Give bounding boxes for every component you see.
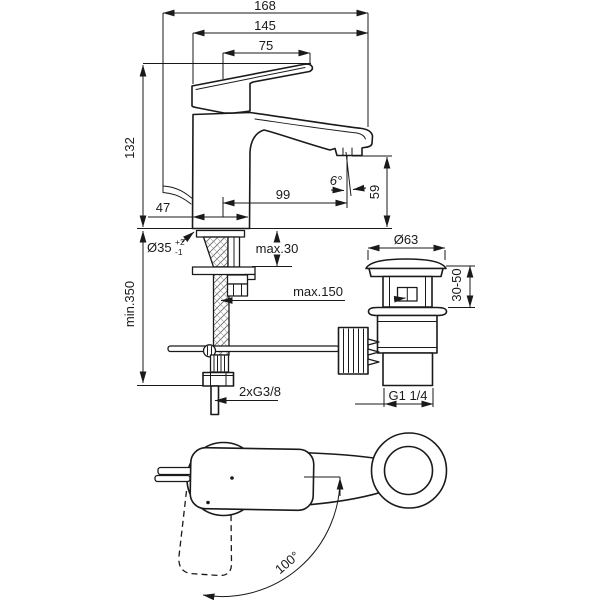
dim-dia35-label: Ø35 (147, 240, 172, 255)
hose-collar-ribs (213, 355, 225, 372)
faucet-side-view (137, 63, 392, 416)
dimensions-side-view: 168 145 75 132 47 99 (122, 0, 392, 404)
handle-dot-2 (206, 500, 210, 505)
dim-dia35: Ø35 +2 -1 (147, 231, 195, 257)
bracket-nut (226, 283, 249, 297)
handle-rear-hook (162, 185, 194, 205)
dim-6deg-label: 6° (330, 173, 342, 188)
drain-clamp-ridges (343, 328, 364, 373)
dim-99-label: 99 (276, 187, 290, 202)
drain-body-lines (377, 321, 438, 348)
dim-supply-thread: 2xG3/8 (214, 384, 281, 404)
dim-max150-label: max.150 (293, 284, 343, 299)
dim-75: 75 (222, 38, 311, 79)
dim-dia63-label: Ø63 (394, 232, 419, 247)
faucet-handle (191, 63, 314, 114)
dim-99: 99 (222, 156, 348, 217)
escutcheon (195, 229, 246, 238)
aerator-lines (342, 147, 353, 156)
supply-nut (202, 371, 235, 387)
handle-face-line (195, 67, 306, 90)
drain-tail-pipe (382, 352, 434, 387)
dim-75-label: 75 (259, 38, 273, 53)
supply-nut-facets (202, 372, 234, 387)
dim-30-50: 30-50 (446, 265, 475, 308)
faucet-body-spout (191, 111, 374, 230)
bracket-nut-facets (233, 283, 242, 297)
dim-supply-thread-label: 2xG3/8 (239, 384, 281, 399)
upper-hose (202, 236, 229, 268)
dim-g114-label: G1 1/4 (388, 388, 427, 403)
lower-hose (212, 266, 230, 356)
drain-cap (365, 258, 447, 270)
hose-collar (209, 354, 230, 373)
rod-ball-detail (207, 346, 212, 356)
dim-100deg-label: 100° (272, 548, 302, 577)
swivel-arc (202, 477, 344, 600)
dim-dia63: Ø63 (367, 232, 446, 260)
mounting-bracket (191, 266, 256, 276)
handle-lever-tab-2 (154, 474, 191, 483)
handle-lever-tab-1 (157, 466, 193, 476)
dim-47: 47 (148, 200, 249, 221)
spout-contour-line (254, 118, 366, 140)
rod-ball-joint (202, 344, 217, 358)
dim-max150: max.150 (220, 284, 345, 304)
dim-168-label: 168 (254, 0, 276, 13)
overflow-arrow (393, 295, 406, 303)
dim-dia35-tol-minus: -1 (175, 247, 183, 257)
faucet-top-view: 100° (154, 432, 448, 600)
pop-up-rod (167, 345, 340, 353)
dim-132-label: 132 (122, 137, 137, 159)
dim-132: 132 (122, 63, 311, 228)
dim-6deg: 6° (330, 151, 367, 197)
bracket-fitting (226, 274, 249, 285)
dim-max30-label: max.30 (256, 241, 299, 256)
drain-neck-lines (389, 276, 426, 308)
dim-59-label: 59 (367, 185, 382, 199)
dimensions-drain: Ø63 30-50 G1 1/4 (355, 232, 475, 408)
dim-47-label: 47 (156, 200, 170, 215)
dim-30-50-label: 30-50 (449, 268, 464, 301)
dim-min350: min.350 (122, 230, 203, 386)
drain-clamp-teeth (367, 338, 380, 366)
dim-145-label: 145 (254, 18, 276, 33)
dim-min350-label: min.350 (122, 281, 137, 327)
handle-dot-1 (230, 476, 234, 480)
dim-145: 145 (192, 18, 369, 84)
drain-assembly (337, 258, 448, 387)
drain-lower-flange (367, 306, 448, 317)
dim-59: 59 (352, 155, 392, 228)
dim-g114: G1 1/4 (355, 388, 434, 408)
dim-dia35-tol-plus: +2 (175, 237, 185, 247)
dim-max30: max.30 (252, 230, 299, 267)
spout-ring-inner (383, 445, 434, 496)
drain-cap-flange (368, 267, 444, 278)
